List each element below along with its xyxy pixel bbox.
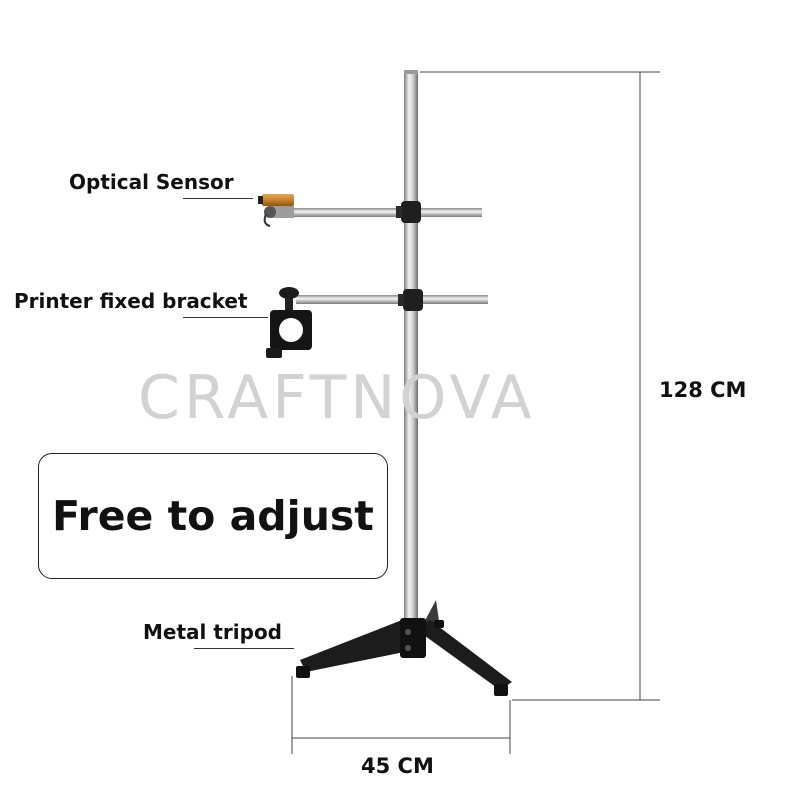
sensor-cable (263, 213, 271, 227)
tripod-right-leg (414, 620, 512, 690)
metal-tripod-label: Metal tripod (143, 620, 282, 644)
optical-sensor-underline (183, 198, 253, 199)
pole-top-cap (404, 70, 418, 74)
tripod-hub-bolt-2 (405, 645, 411, 651)
lower-clamp-knob (398, 294, 404, 306)
optical-sensor-body (262, 194, 294, 206)
sensor-mount (272, 206, 294, 218)
free-to-adjust-text: Free to adjust (52, 492, 374, 540)
upper-clamp-knob (396, 206, 402, 218)
free-to-adjust-callout: Free to adjust (38, 453, 388, 579)
tripod-right-foot (494, 684, 508, 696)
height-dimension-label: 128 CM (659, 378, 747, 402)
upper-arm (292, 208, 482, 217)
lower-arm (296, 295, 488, 304)
tripod-rear-foot (434, 620, 444, 628)
bracket-knob-stem (285, 296, 293, 310)
optical-sensor-lens (258, 196, 263, 204)
printer-bracket-label: Printer fixed bracket (14, 289, 248, 313)
sensor-nut (264, 206, 276, 218)
metal-tripod-underline (194, 648, 294, 649)
vertical-pole (404, 72, 418, 642)
upper-clamp (401, 201, 421, 223)
printer-bracket-underline (183, 317, 268, 318)
brand-watermark: CRAFTNOVA (138, 363, 536, 433)
tripod-left-foot (296, 666, 310, 678)
tripod-left-leg (300, 620, 414, 672)
lower-clamp (403, 289, 423, 311)
tripod-hub-bolt-1 (405, 629, 411, 635)
optical-sensor-label: Optical Sensor (69, 170, 234, 194)
printer-bracket-screw (266, 348, 282, 358)
printer-bracket-hole (279, 318, 303, 342)
width-dimension-label: 45 CM (361, 754, 434, 778)
bracket-knob (279, 287, 299, 299)
tripod-hub (400, 618, 426, 658)
